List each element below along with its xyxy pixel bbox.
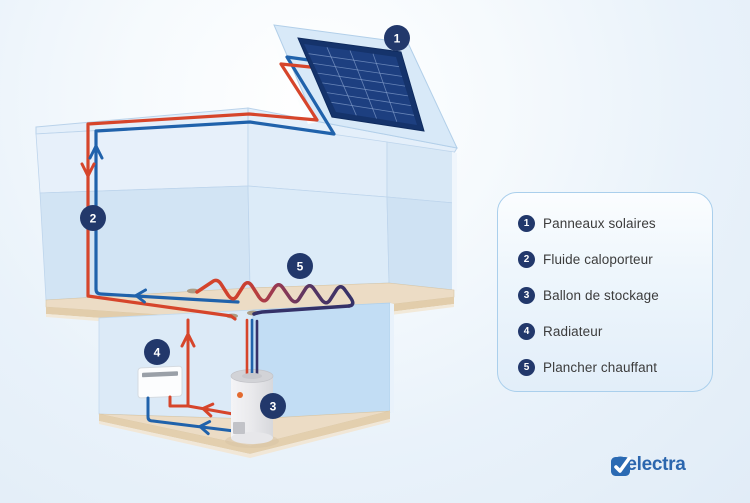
legend-item-ballon-de-stockage: 3 Ballon de stockage <box>498 277 712 313</box>
svg-text:5: 5 <box>297 260 304 274</box>
wall-right-upper <box>386 141 455 204</box>
diagram-badge-5: 5 <box>287 253 313 279</box>
tank-collar <box>242 373 262 379</box>
svg-text:4: 4 <box>154 346 161 360</box>
legend-label-4: Radiateur <box>543 323 603 339</box>
legend-badge-2: 2 <box>518 250 535 268</box>
heated-floor-coil <box>195 278 355 316</box>
svg-text:1: 1 <box>394 32 401 46</box>
radiator-pipes <box>146 318 236 436</box>
wall-cut-edge <box>452 152 457 291</box>
legend-label-2: Fluide caloporteur <box>543 251 653 267</box>
floor-coil-return <box>252 304 351 316</box>
legend-item-panneaux-solaires: 1 Panneaux solaires <box>498 205 712 241</box>
heat-transfer-pipes <box>80 55 336 321</box>
legend-item-fluide-caloporteur: 2 Fluide caloporteur <box>498 241 712 277</box>
diagram-badge-3: 3 <box>260 393 286 419</box>
legend-badge-4: 4 <box>518 322 535 340</box>
legend-item-radiateur: 4 Radiateur <box>498 313 712 349</box>
solar-panel-cells <box>304 44 417 125</box>
lower-equipment <box>137 318 279 448</box>
legend-label-5: Plancher chauffant <box>543 359 658 375</box>
solar-panel-grid <box>308 47 415 122</box>
legend-panel: 1 Panneaux solaires 2 Fluide caloporteur… <box>497 192 713 392</box>
arrow-tank-link <box>201 402 215 418</box>
arrow-radiator-cold <box>198 420 212 436</box>
legend-badge-1: 1 <box>518 214 535 232</box>
lower-wall-cut-edge <box>390 303 394 413</box>
wall-right-lower <box>386 196 455 291</box>
arrow-hot-down <box>80 162 96 178</box>
radiator-pipe-cold <box>146 396 236 433</box>
tank-link-hot <box>186 404 235 416</box>
floor-coil-serpentine <box>195 278 355 308</box>
legend-label-1: Panneaux solaires <box>543 215 656 231</box>
diagram-badge-1: 1 <box>384 25 410 51</box>
wall-left-upper <box>35 121 249 194</box>
legend-item-plancher-chauffant: 5 Plancher chauffant <box>498 349 712 385</box>
pipe-cold <box>94 55 336 304</box>
wall-mid-lower <box>247 185 390 289</box>
arrow-riser-up <box>180 332 196 348</box>
svg-text:2: 2 <box>90 212 97 226</box>
radiator-pipe-hot <box>168 395 190 408</box>
legend-badge-5: 5 <box>518 358 535 376</box>
diagram-badge-2: 2 <box>80 205 106 231</box>
legend-badge-3: 3 <box>518 286 535 304</box>
selectra-logo: Selectra <box>610 454 686 476</box>
tank-access-panel <box>233 422 245 434</box>
tank-bottom <box>231 432 273 444</box>
lower-wall-left <box>98 309 254 420</box>
diagram-badge-4: 4 <box>144 339 170 365</box>
svg-text:3: 3 <box>270 400 277 414</box>
arrow-cold-left <box>134 288 147 304</box>
solar-panel <box>297 37 425 132</box>
radiator-vent-slot <box>142 371 178 378</box>
selectra-check-icon <box>611 456 631 476</box>
selectra-logo-text: Selectra <box>614 454 686 475</box>
storage-tank <box>225 318 279 448</box>
arrow-cold-up <box>88 144 104 160</box>
legend-label-3: Ballon de stockage <box>543 287 659 303</box>
diagram-badges: 1 2 3 4 5 <box>80 25 410 419</box>
tank-pipe-bundle <box>245 318 259 377</box>
pipe-hot <box>86 62 322 321</box>
tank-thermostat-dot <box>237 392 243 398</box>
radiator <box>137 365 183 399</box>
